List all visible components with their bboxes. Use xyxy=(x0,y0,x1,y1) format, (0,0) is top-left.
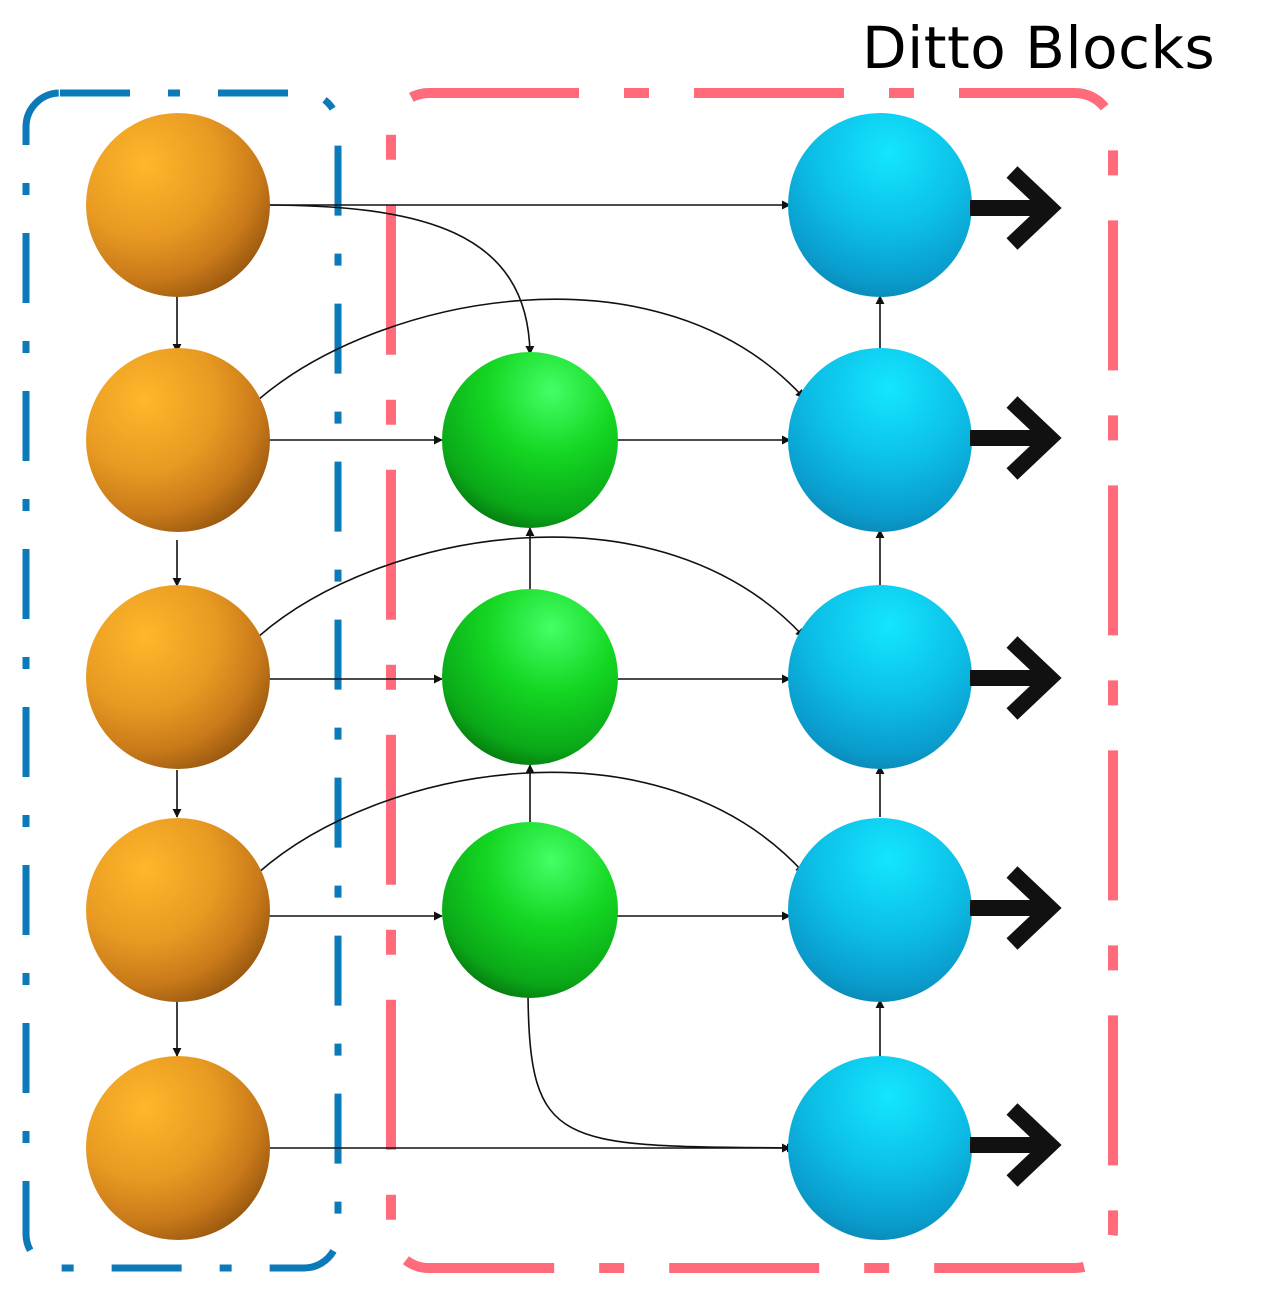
output-arrow-icon xyxy=(970,636,1062,720)
edge-input2-output2-skip xyxy=(257,298,805,401)
edge-input4-output4-skip xyxy=(257,771,805,874)
output-node-3 xyxy=(788,585,972,769)
ditto-blocks-box xyxy=(386,88,1118,1273)
output-node-1 xyxy=(788,113,972,297)
edge-input1-middle1 xyxy=(261,204,535,355)
middle-node-2 xyxy=(442,589,618,765)
input-group-box xyxy=(22,89,342,1272)
edge-middle3-output5 xyxy=(527,995,796,1153)
output-node-4 xyxy=(788,818,972,1002)
output-arrow-icon xyxy=(970,166,1062,250)
middle-node-1 xyxy=(442,352,618,528)
input-node-1 xyxy=(86,113,270,297)
input-node-2 xyxy=(86,348,270,532)
edge-input3-output3-skip xyxy=(257,536,805,638)
output-arrow-icon xyxy=(970,1103,1062,1187)
output-arrow-icon xyxy=(970,396,1062,480)
middle-node-3 xyxy=(442,822,618,998)
input-node-5 xyxy=(86,1056,270,1240)
input-node-4 xyxy=(86,818,270,1002)
output-node-5 xyxy=(788,1056,972,1240)
input-node-3 xyxy=(86,585,270,769)
diagram-title: Ditto Blocks xyxy=(862,14,1216,82)
output-node-2 xyxy=(788,348,972,532)
output-arrow-icon xyxy=(970,866,1062,950)
